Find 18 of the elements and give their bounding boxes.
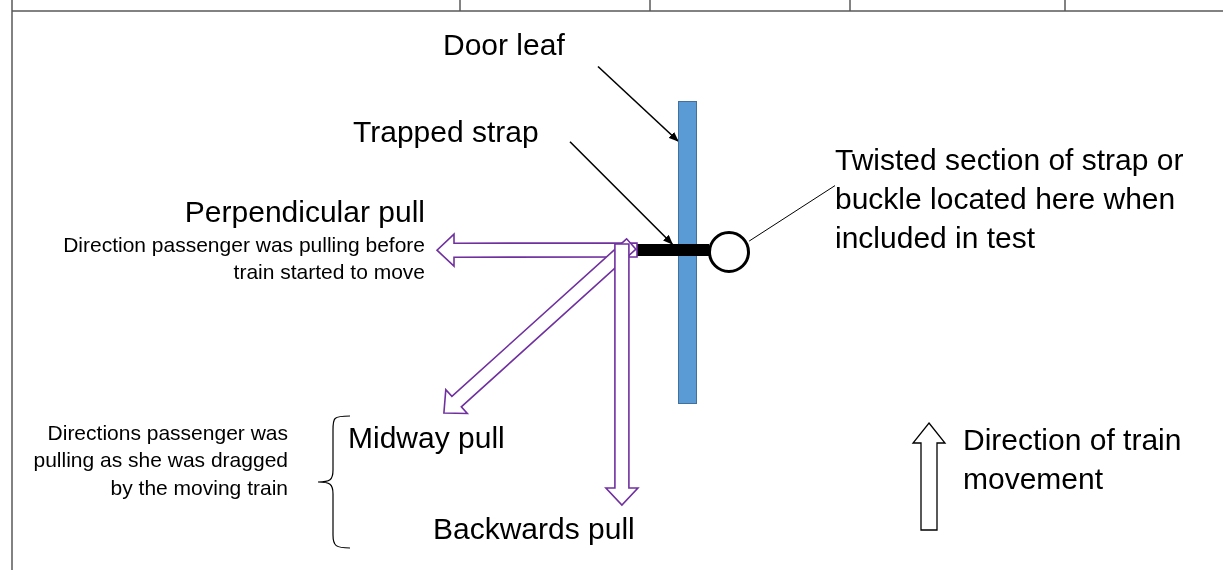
strap-label: Trapped strap bbox=[353, 114, 539, 150]
door-leaf-label: Door leaf bbox=[443, 27, 565, 63]
door-leaf bbox=[678, 101, 697, 404]
leader-line bbox=[748, 185, 836, 242]
pull-label: Perpendicular pull bbox=[184, 194, 425, 230]
pull-description: Direction passenger was pulling before train started to move bbox=[62, 231, 425, 285]
pull-arrow bbox=[443, 237, 638, 415]
pull-arrow bbox=[435, 232, 638, 269]
strap bbox=[637, 244, 709, 256]
note-text: Twisted section of strap or buckle located here when included in test bbox=[835, 142, 1185, 256]
leader-arrow bbox=[569, 141, 674, 245]
pull-label: Backwards pull bbox=[433, 511, 635, 547]
pull-arrow bbox=[604, 243, 640, 507]
leader-arrow bbox=[597, 65, 679, 142]
buckle-circle bbox=[708, 231, 750, 273]
bracket-note: Directions passenger was pulling as she was dragged by the moving train bbox=[32, 420, 288, 501]
direction-label: Direction of train movement bbox=[963, 422, 1183, 497]
pull-label: Midway pull bbox=[348, 420, 505, 456]
